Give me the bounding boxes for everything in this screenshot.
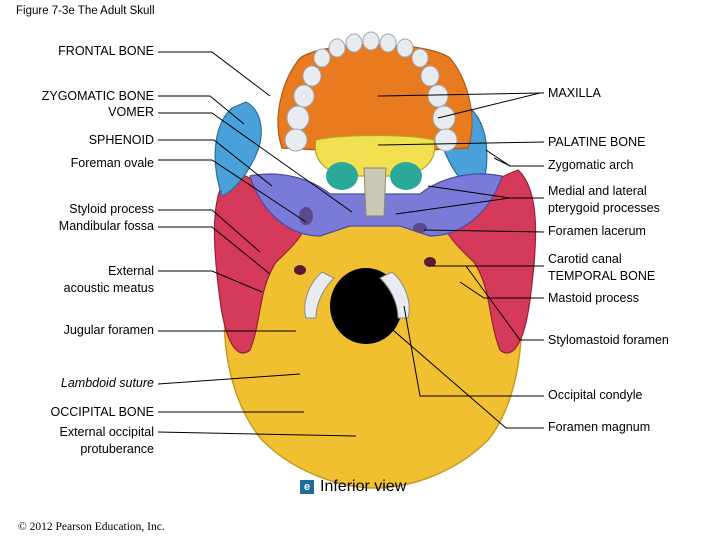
label-zygomatic-arch: Zygomatic arch — [548, 158, 634, 172]
label-mastoid-process: Mastoid process — [548, 291, 640, 305]
upper-teeth — [284, 31, 458, 152]
label-foramen-magnum: Foramen magnum — [548, 420, 651, 434]
figure-title: Figure 7-3e The Adult Skull — [16, 5, 155, 17]
carotid-canal-right — [424, 257, 436, 267]
label-frontal-bone: FRONTAL BONE — [58, 44, 154, 58]
label-mandibular-fossa: Mandibular fossa — [58, 219, 154, 233]
zygomatic-bone-left — [214, 101, 262, 197]
label-vomer: VOMER — [108, 105, 154, 119]
copyright-notice: © 2012 Pearson Education, Inc. — [18, 521, 165, 533]
label-styloid-process: Styloid process — [69, 202, 154, 216]
occipital-condyle-right — [379, 271, 410, 319]
label-external-acoustic-line1: External — [108, 264, 154, 278]
figure-part-icon: e — [300, 480, 314, 494]
label-zygomatic-bone: ZYGOMATIC BONE — [41, 89, 154, 103]
occipital-condyle-left — [304, 271, 335, 319]
label-pterygoid-line1: Medial and lateral — [548, 184, 647, 198]
label-external-occipital-line2: protuberance — [80, 442, 154, 456]
choana-left — [326, 162, 358, 190]
vomer-bone — [363, 167, 387, 217]
label-carotid-canal: Carotid canal — [548, 252, 622, 266]
label-pterygoid-line2: pterygoid processes — [548, 201, 660, 215]
foramen-ovale-left — [299, 207, 313, 225]
label-stylomastoid-foramen: Stylomastoid foramen — [548, 333, 669, 347]
leader-lines-left — [157, 51, 357, 437]
label-sphenoid: SPHENOID — [88, 133, 154, 147]
label-temporal-bone: TEMPORAL BONE — [548, 269, 656, 283]
foramen-lacerum-right — [413, 223, 427, 233]
label-palatine-bone: PALATINE BONE — [548, 135, 646, 149]
leader-lines-right — [355, 92, 545, 429]
label-jugular-foramen: Jugular foramen — [63, 323, 154, 337]
label-occipital-condyle: Occipital condyle — [548, 388, 643, 402]
choana-right — [390, 162, 422, 190]
label-foramen-lacerum: Foramen lacerum — [548, 224, 646, 238]
label-occipital-bone: OCCIPITAL BONE — [50, 405, 155, 419]
view-caption: e Inferior view — [300, 478, 406, 496]
label-foreman-ovale: Foreman ovale — [70, 156, 154, 170]
label-maxilla: MAXILLA — [548, 86, 601, 100]
jugular-foramen-left — [294, 265, 306, 275]
label-lambdoid-suture: Lambdoid suture — [60, 376, 154, 390]
view-label-text: Inferior view — [320, 478, 407, 495]
label-external-acoustic-line2: acoustic meatus — [63, 281, 154, 295]
foramen-magnum — [330, 268, 402, 344]
label-external-occipital-line1: External occipital — [59, 425, 155, 439]
